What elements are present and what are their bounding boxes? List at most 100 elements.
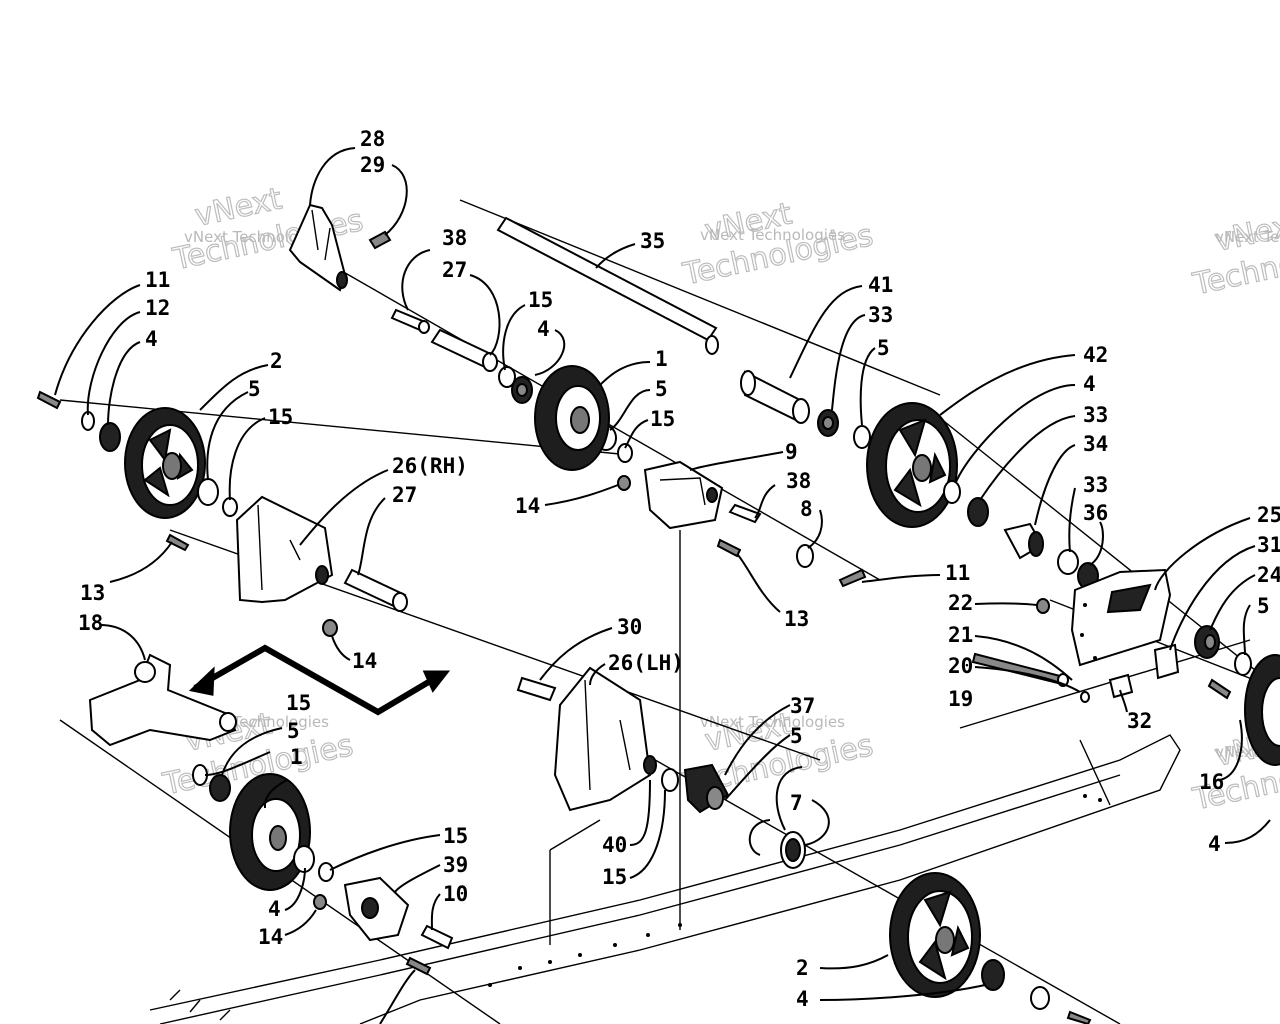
long-shaft-part xyxy=(496,216,719,355)
callout-label: 15 xyxy=(650,407,675,431)
callout-label: 41 xyxy=(868,273,893,297)
callout-label: 15 xyxy=(268,405,293,429)
idler-wheel-part xyxy=(889,872,981,998)
bolt-part xyxy=(36,390,62,410)
callout-label: 15 xyxy=(602,865,627,889)
tube-spacer-part xyxy=(343,568,408,612)
grease-fitting-part xyxy=(368,230,392,250)
tube-spacer-part xyxy=(1003,522,1044,560)
arm-bracket-part xyxy=(88,653,237,747)
pivot-bracket-part xyxy=(288,203,348,292)
callout-label: 15 xyxy=(528,288,553,312)
idler-wheel-part xyxy=(1244,654,1280,766)
callout-label: 33 xyxy=(868,303,893,327)
spacer-part xyxy=(390,308,430,334)
callout-label: 36 xyxy=(1083,501,1108,525)
callout-label: 34 xyxy=(1083,432,1108,456)
mount-bracket-part xyxy=(643,460,724,530)
callout-label: 4 xyxy=(1083,372,1096,396)
callout-label: 9 xyxy=(785,440,798,464)
rail-holes xyxy=(488,794,1102,987)
washer-part xyxy=(981,959,1050,1010)
callout-label: 33 xyxy=(1083,403,1108,427)
callout-labels: 28 29 35 38 27 15 4 11 12 4 2 5 15 1 5 1… xyxy=(78,127,1280,1011)
callout-label: 26(LH) xyxy=(608,651,684,675)
bearing-part xyxy=(1194,625,1252,676)
tube-spacer-part xyxy=(740,370,810,424)
callout-label: 5 xyxy=(287,719,300,743)
callout-label: 7 xyxy=(790,791,803,815)
callout-label: 20 xyxy=(948,654,973,678)
watermark-small: vNext Technologies xyxy=(700,713,845,731)
callout-label: 21 xyxy=(948,623,973,647)
callout-label: 10 xyxy=(443,882,468,906)
bolt-part xyxy=(165,533,1232,1024)
callout-label: 38 xyxy=(786,469,811,493)
washer-part xyxy=(796,544,814,568)
callout-label: 5 xyxy=(655,377,668,401)
washer-part xyxy=(81,411,238,517)
callout-label: 1 xyxy=(290,745,303,769)
clamp-part xyxy=(1153,643,1180,680)
callout-label: 24 xyxy=(1257,563,1280,587)
idler-wheel-part xyxy=(866,402,958,528)
callout-label: 28 xyxy=(360,127,385,151)
callout-label: 13 xyxy=(784,607,809,631)
callout-label: 4 xyxy=(1208,832,1221,856)
bearing-part xyxy=(661,763,806,869)
callout-label: 8 xyxy=(800,497,813,521)
callout-label: 4 xyxy=(268,897,281,921)
callout-label: 22 xyxy=(948,591,973,615)
washer-part xyxy=(192,764,334,882)
callout-label: 25 xyxy=(1257,503,1280,527)
callout-label: 29 xyxy=(360,153,385,177)
callout-label: 14 xyxy=(352,649,377,673)
callout-label: 14 xyxy=(515,494,540,518)
callout-label: 2 xyxy=(796,956,809,980)
direction-arrow-icon xyxy=(188,644,451,716)
idler-wheel-part xyxy=(124,407,206,519)
callout-label: 12 xyxy=(145,296,170,320)
callout-label: 13 xyxy=(80,581,105,605)
callout-label: 42 xyxy=(1083,343,1108,367)
spacer-part xyxy=(516,676,557,702)
callout-label: 33 xyxy=(1083,473,1108,497)
callout-label: 14 xyxy=(258,925,283,949)
callout-label: 38 xyxy=(442,226,467,250)
callout-label: 39 xyxy=(443,853,468,877)
callout-label: 4 xyxy=(537,317,550,341)
side-plate-part xyxy=(1070,568,1172,667)
watermark-small: vNext Technologies xyxy=(700,226,845,244)
suspension-bracket-lh-part xyxy=(553,666,657,812)
callout-label: 4 xyxy=(145,327,158,351)
callout-label: 1 xyxy=(655,347,668,371)
callout-label: 11 xyxy=(945,561,970,585)
spacer-part xyxy=(420,924,454,950)
slide-rail xyxy=(149,734,1181,1024)
small-bracket-part xyxy=(343,876,410,942)
callout-label: 15 xyxy=(286,691,311,715)
callout-label: 40 xyxy=(602,833,627,857)
leader-lines xyxy=(54,147,1271,1024)
callout-label: 32 xyxy=(1127,709,1152,733)
callout-label: 19 xyxy=(948,687,973,711)
callout-label: 16 xyxy=(1199,770,1224,794)
watermark-small: vNext Technologies xyxy=(1215,228,1280,246)
callout-label: 26(RH) xyxy=(392,454,468,478)
snap-ring-part xyxy=(748,819,771,856)
callout-label: 2 xyxy=(270,349,283,373)
callout-label: 18 xyxy=(78,611,103,635)
bearing-part xyxy=(943,480,1099,590)
spacer-part xyxy=(1108,673,1134,699)
callout-label: 15 xyxy=(443,824,468,848)
callout-label: 37 xyxy=(790,694,815,718)
callout-label: 31 xyxy=(1257,533,1280,557)
tube-spacer-part xyxy=(430,328,498,372)
callout-label: 5 xyxy=(1257,594,1270,618)
bearing-part xyxy=(498,366,871,463)
callout-label: 5 xyxy=(877,336,890,360)
callout-label: 11 xyxy=(145,268,170,292)
nut-part xyxy=(313,475,1050,910)
idler-wheel-part xyxy=(534,365,610,471)
